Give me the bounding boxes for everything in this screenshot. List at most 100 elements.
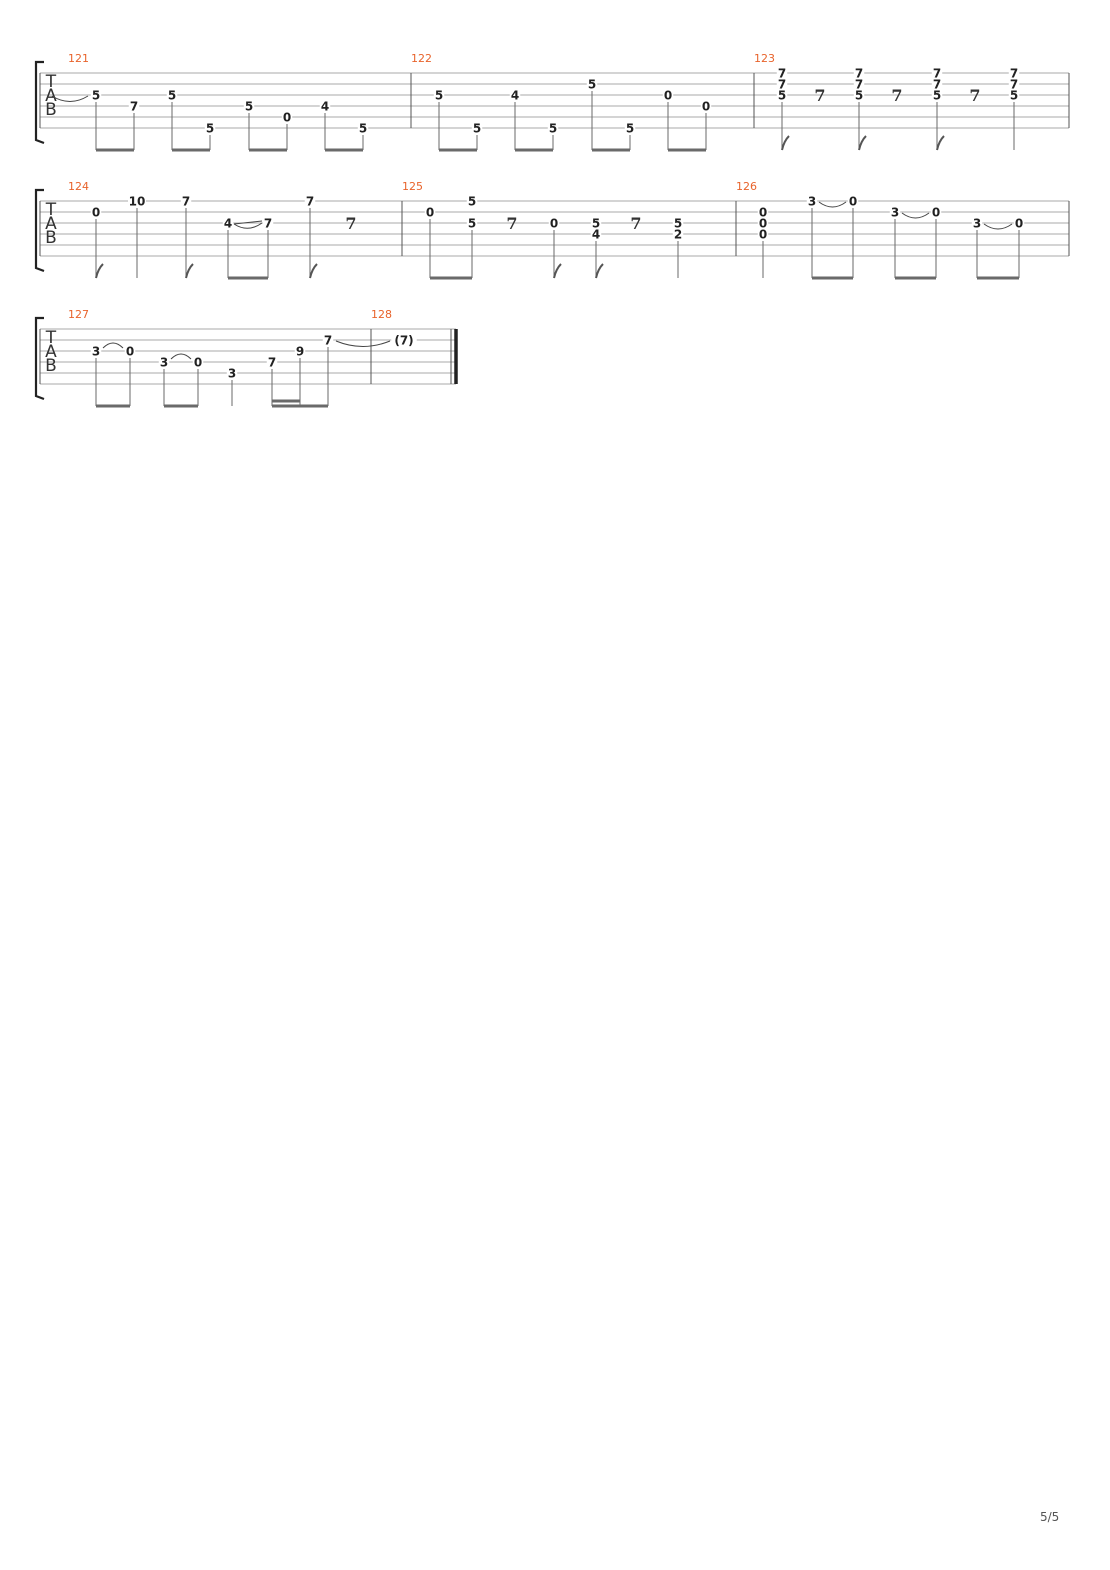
tie bbox=[102, 342, 124, 349]
fret-number: 0 bbox=[1015, 217, 1023, 231]
fret-background bbox=[590, 217, 602, 229]
fret-background bbox=[1013, 217, 1025, 229]
fret-background bbox=[128, 100, 140, 112]
fret-number: 0 bbox=[426, 206, 434, 220]
measure-number: 128 bbox=[371, 308, 392, 321]
fret-number: 0 bbox=[702, 100, 710, 114]
eighth-flag bbox=[936, 135, 945, 151]
fret-number: 7 bbox=[130, 100, 138, 114]
eighth-rest: 7 bbox=[891, 86, 902, 105]
fret-background bbox=[548, 217, 560, 229]
fret-number: 3 bbox=[228, 367, 236, 381]
fret-background bbox=[624, 122, 636, 134]
tab-clef-letter: T bbox=[45, 328, 57, 348]
eighth-rest: 7 bbox=[630, 214, 641, 233]
system-brace bbox=[34, 316, 45, 401]
fret-number: 5 bbox=[92, 89, 100, 103]
fret-background bbox=[322, 334, 334, 346]
slide-tie bbox=[233, 222, 263, 229]
fret-background bbox=[222, 217, 234, 229]
fret-number: 0 bbox=[849, 195, 857, 209]
fret-number: 2 bbox=[674, 228, 682, 242]
fret-number: 3 bbox=[92, 345, 100, 359]
fret-number: 7 bbox=[324, 334, 332, 348]
tab-clef-letter: A bbox=[45, 214, 57, 234]
eighth-flag bbox=[553, 263, 562, 279]
tie bbox=[818, 201, 847, 208]
fret-number: 5 bbox=[245, 100, 253, 114]
fret-number: 4 bbox=[321, 100, 329, 114]
fret-number: 7 bbox=[264, 217, 272, 231]
fret-background bbox=[889, 206, 901, 218]
tie bbox=[335, 340, 391, 347]
fret-background bbox=[90, 345, 102, 357]
fret-number: 5 bbox=[435, 89, 443, 103]
fret-number: 0 bbox=[759, 217, 767, 231]
fret-background bbox=[757, 228, 769, 240]
fret-background bbox=[931, 78, 943, 90]
fret-background bbox=[266, 356, 278, 368]
eighth-flag bbox=[858, 135, 867, 151]
fret-background bbox=[1008, 67, 1020, 79]
fret-background bbox=[776, 89, 788, 101]
fret-background bbox=[971, 217, 983, 229]
fret-number: 4 bbox=[224, 217, 232, 231]
fret-background bbox=[471, 122, 483, 134]
eighth-flag bbox=[185, 263, 194, 279]
fret-background bbox=[433, 89, 445, 101]
fret-number: 4 bbox=[592, 228, 600, 242]
fret-number: 5 bbox=[933, 89, 941, 103]
measure-number: 122 bbox=[411, 52, 432, 65]
fret-number: 0 bbox=[550, 217, 558, 231]
fret-background bbox=[931, 67, 943, 79]
fret-background bbox=[757, 217, 769, 229]
measure-number: 126 bbox=[736, 180, 757, 193]
eighth-rest: 7 bbox=[814, 86, 825, 105]
fret-background bbox=[466, 195, 478, 207]
tab-clef-letter: T bbox=[45, 72, 57, 92]
fret-background bbox=[166, 89, 178, 101]
eighth-rest: 7 bbox=[969, 86, 980, 105]
fret-background bbox=[243, 100, 255, 112]
fret-background bbox=[424, 206, 436, 218]
fret-number: 7 bbox=[855, 78, 863, 92]
fret-number: 7 bbox=[182, 195, 190, 209]
fret-number: 0 bbox=[126, 345, 134, 359]
fret-background bbox=[806, 195, 818, 207]
system-brace bbox=[34, 188, 45, 273]
fret-number: 5 bbox=[592, 217, 600, 231]
fret-background bbox=[847, 195, 859, 207]
slide-line bbox=[233, 220, 263, 225]
eighth-flag bbox=[95, 263, 104, 279]
fret-number: 5 bbox=[855, 89, 863, 103]
fret-number: 5 bbox=[168, 89, 176, 103]
fret-background bbox=[547, 122, 559, 134]
fret-background bbox=[662, 89, 674, 101]
tie bbox=[51, 95, 89, 102]
fret-number: 0 bbox=[932, 206, 940, 220]
fret-number: (7) bbox=[394, 334, 413, 348]
fret-background bbox=[90, 206, 102, 218]
fret-background bbox=[776, 78, 788, 90]
fret-number: 5 bbox=[468, 217, 476, 231]
page-number: 5/5 bbox=[1040, 1510, 1060, 1524]
measure-number: 124 bbox=[68, 180, 89, 193]
fret-background bbox=[226, 367, 238, 379]
fret-background bbox=[853, 67, 865, 79]
fret-background bbox=[204, 122, 216, 134]
tab-clef-letter: B bbox=[45, 356, 57, 376]
fret-background bbox=[757, 206, 769, 218]
fret-number: 5 bbox=[359, 122, 367, 136]
fret-background bbox=[294, 345, 306, 357]
measure-number: 125 bbox=[402, 180, 423, 193]
tab-clef-letter: A bbox=[45, 86, 57, 106]
eighth-rest: 7 bbox=[506, 214, 517, 233]
fret-background bbox=[128, 195, 146, 207]
fret-number: 3 bbox=[891, 206, 899, 220]
